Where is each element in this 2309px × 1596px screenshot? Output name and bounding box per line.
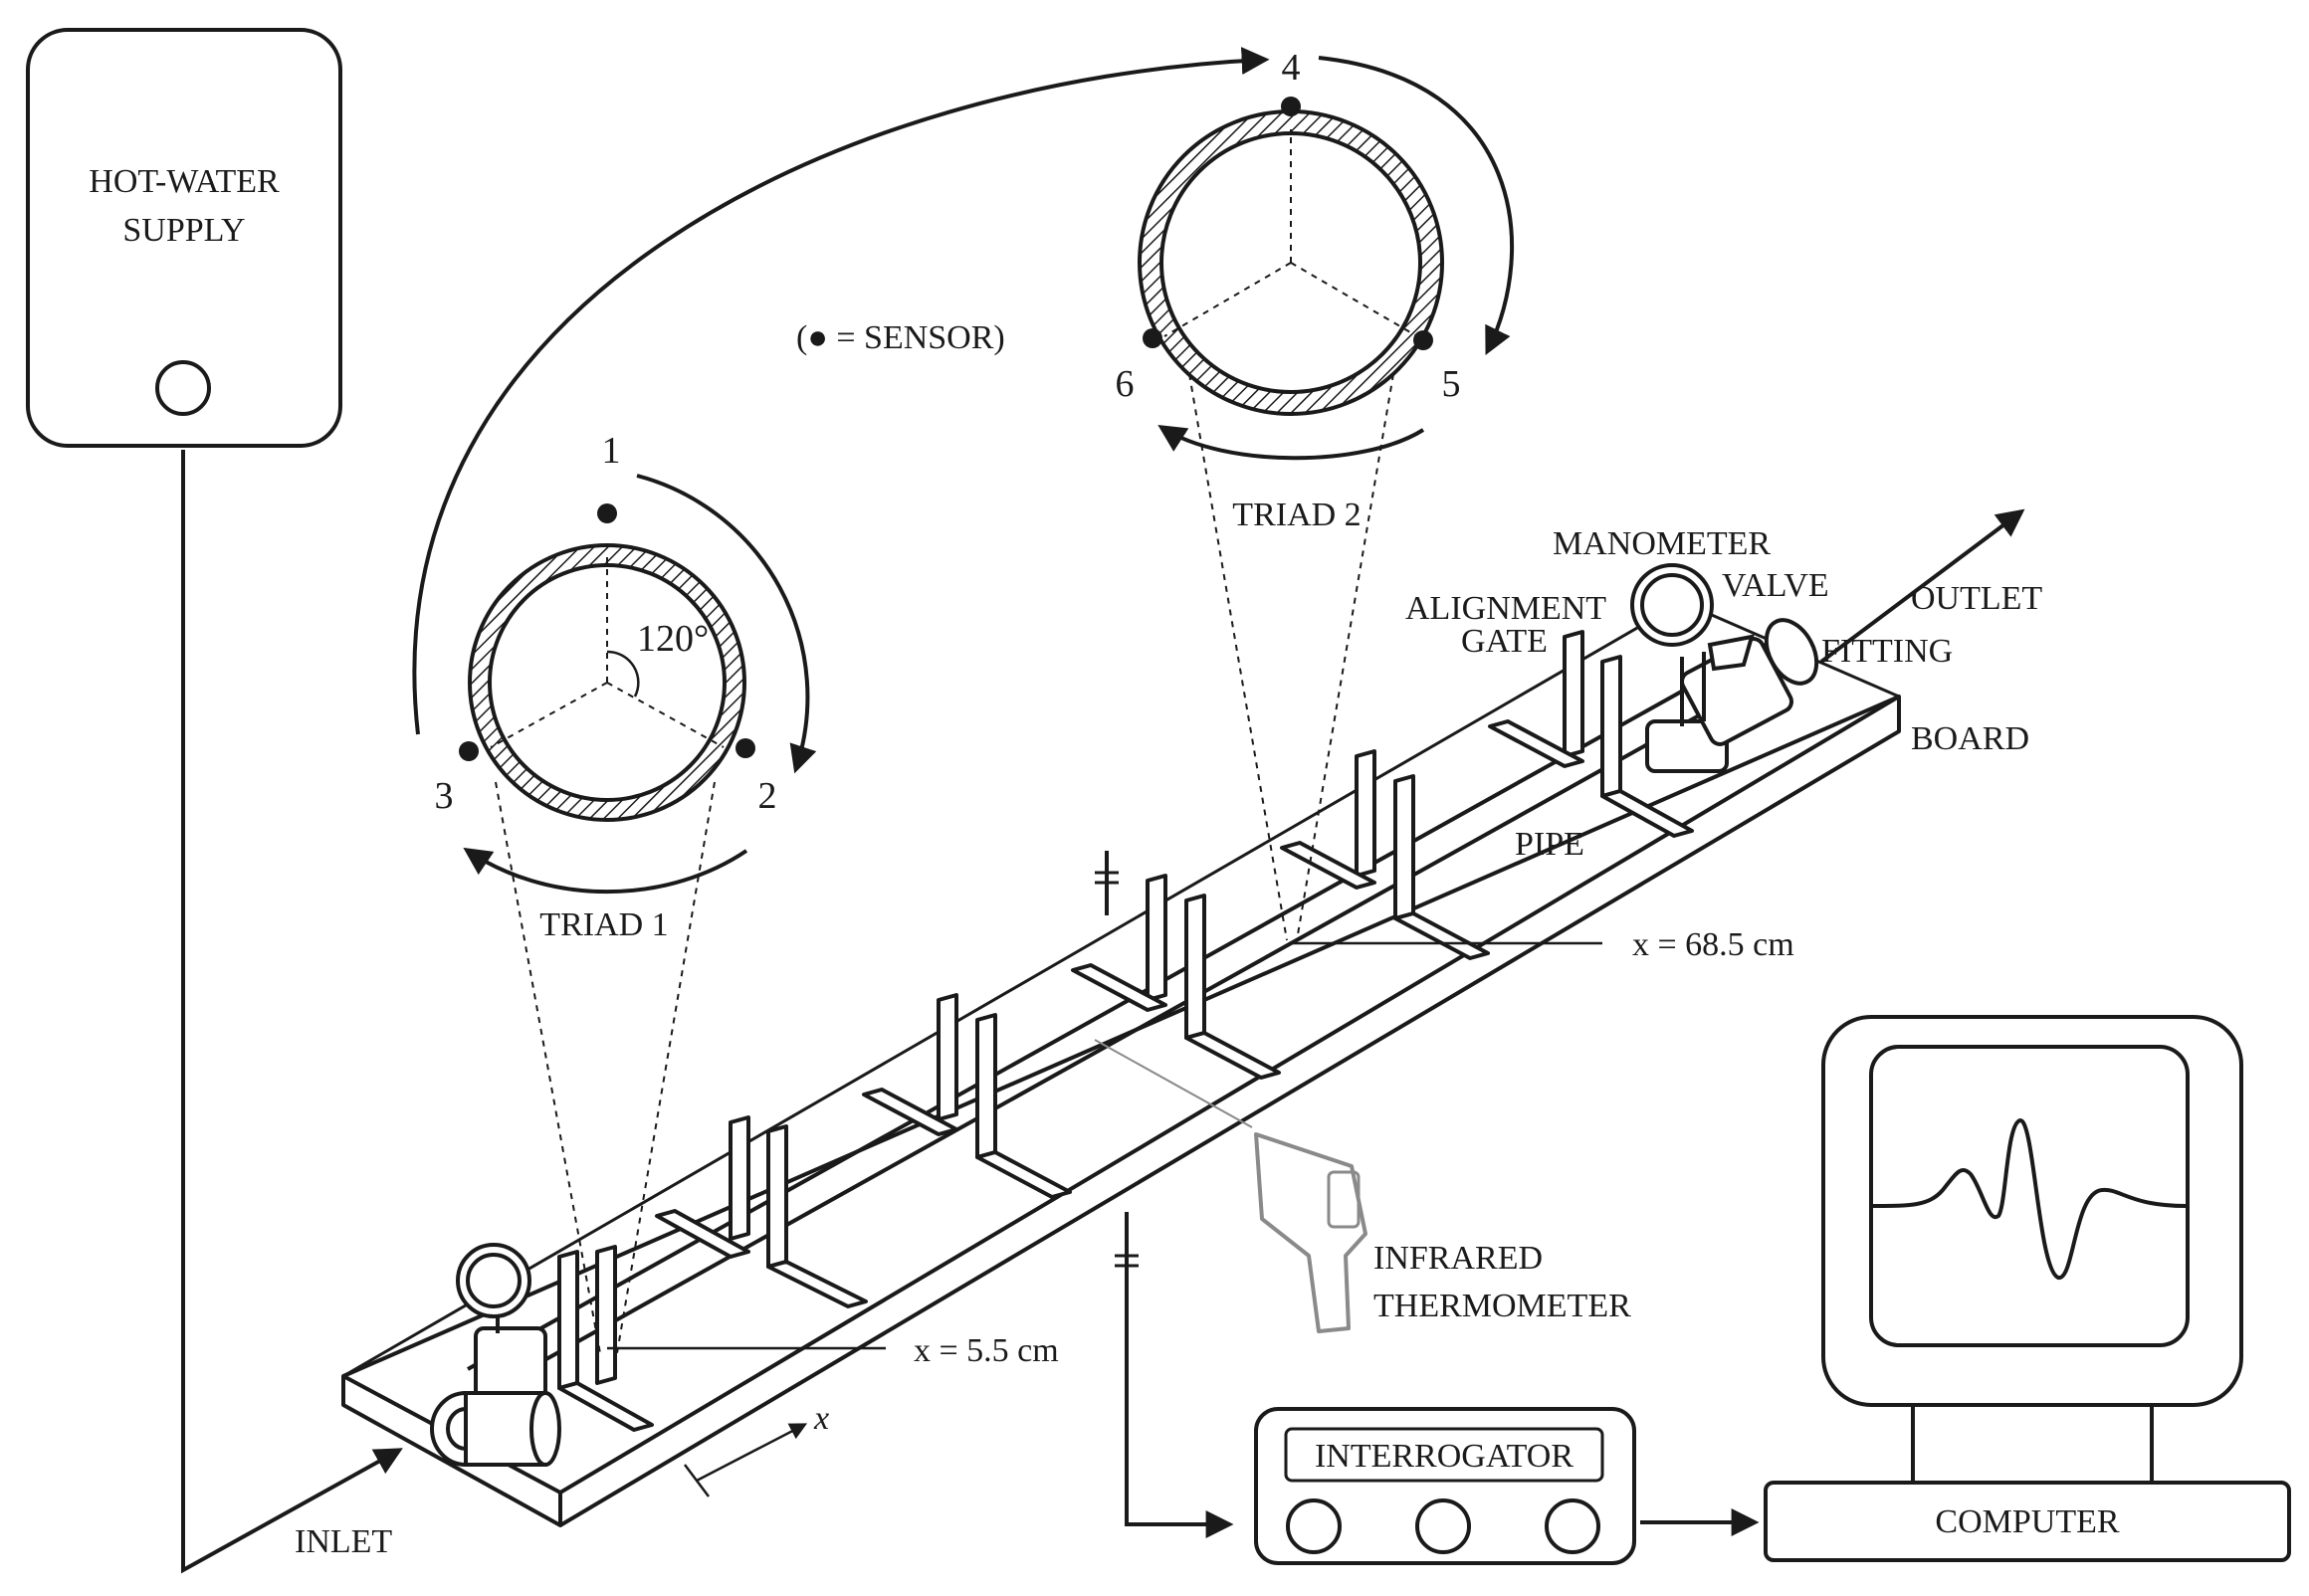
board-label: BOARD bbox=[1911, 720, 2029, 757]
interrogator: INTERROGATOR bbox=[1254, 1407, 1636, 1565]
sensor-dot bbox=[1413, 330, 1433, 350]
triad-1-label: TRIAD 1 bbox=[539, 906, 668, 943]
x-axis-indicator: x bbox=[684, 1400, 829, 1497]
monitor-screen bbox=[1869, 1045, 2190, 1347]
alignment-gate-label-2: GATE bbox=[1461, 623, 1548, 660]
alignment-gate bbox=[655, 1115, 868, 1308]
interrogator-knob bbox=[1545, 1498, 1600, 1554]
sensor-dot bbox=[597, 503, 617, 523]
waveform bbox=[1872, 1117, 2187, 1280]
infrared-label-1: INFRARED bbox=[1373, 1240, 1543, 1277]
outlet-fitting bbox=[1764, 618, 1819, 686]
computer: COMPUTER bbox=[1764, 1015, 2291, 1562]
angle-label: 120° bbox=[637, 618, 709, 660]
x-near-label: x = 5.5 cm bbox=[914, 1332, 1059, 1369]
sensor-2-label: 2 bbox=[758, 775, 777, 817]
alignment-gate bbox=[1071, 874, 1281, 1080]
sensor-dot bbox=[459, 741, 479, 761]
inlet-label: INLET bbox=[295, 1523, 392, 1560]
fiber-line bbox=[1095, 851, 1234, 1538]
triad-2-label: TRIAD 2 bbox=[1232, 497, 1361, 533]
hot-water-supply: HOT-WATER SUPPLY bbox=[26, 28, 342, 448]
hot-water-supply-label-1: HOT-WATER bbox=[89, 163, 280, 200]
x-far-label: x = 68.5 cm bbox=[1632, 926, 1794, 963]
fitting-label: FITTING bbox=[1821, 633, 1953, 670]
sensor-1-label: 1 bbox=[602, 430, 621, 472]
alignment-gate-label-1: ALIGNMENT bbox=[1405, 590, 1606, 627]
sensor-5-label: 5 bbox=[1442, 363, 1461, 405]
sensor-dot bbox=[1281, 97, 1301, 116]
x-far-marker: x = 68.5 cm bbox=[1290, 926, 1794, 963]
hot-water-supply-label-2: SUPPLY bbox=[122, 212, 245, 249]
interrogator-knob bbox=[1286, 1498, 1342, 1554]
sensor-6-label: 6 bbox=[1116, 363, 1135, 405]
sensor-dot bbox=[1143, 328, 1162, 348]
triad-2: 4 5 6 TRIAD 2 bbox=[1116, 47, 1515, 533]
sensor-4-label: 4 bbox=[1282, 47, 1301, 89]
interrogator-knob bbox=[1415, 1498, 1471, 1554]
outlet-arrow bbox=[1819, 508, 2025, 664]
infrared-label-2: THERMOMETER bbox=[1373, 1288, 1631, 1324]
alignment-gate bbox=[1488, 630, 1694, 838]
outlet-assembly bbox=[1630, 563, 1819, 773]
alignment-gates bbox=[557, 630, 1694, 1432]
pipe-label: PIPE bbox=[1515, 826, 1584, 863]
manometer-label: MANOMETER bbox=[1553, 525, 1771, 562]
computer-base bbox=[1764, 1481, 2291, 1562]
sensor-legend: (● = SENSOR) bbox=[796, 319, 1005, 356]
supply-outlet-port bbox=[155, 360, 211, 416]
valve-handle bbox=[1707, 634, 1755, 672]
x-near-marker: x = 5.5 cm bbox=[607, 1332, 1059, 1369]
interrogator-label: INTERROGATOR bbox=[1315, 1438, 1574, 1475]
triad-1: 120° 1 2 3 TRIAD 1 bbox=[435, 430, 817, 943]
inlet-line: INLET bbox=[181, 450, 403, 1574]
x-axis-label: x bbox=[813, 1400, 829, 1437]
valve-label: VALVE bbox=[1722, 567, 1829, 604]
monitor-stand bbox=[1911, 1403, 2154, 1485]
infrared-thermometer: INFRARED THERMOMETER bbox=[1094, 1039, 1631, 1333]
computer-label: COMPUTER bbox=[1935, 1503, 2119, 1540]
outlet-label: OUTLET bbox=[1911, 580, 2042, 617]
alignment-gate bbox=[862, 993, 1072, 1199]
triad-connection-arc bbox=[412, 47, 1270, 735]
alignment-gate bbox=[1280, 749, 1490, 960]
inlet-assembly bbox=[430, 1243, 561, 1467]
sensor-3-label: 3 bbox=[435, 775, 454, 817]
inlet-valve-body bbox=[474, 1326, 547, 1400]
sensor-dot bbox=[735, 738, 755, 758]
